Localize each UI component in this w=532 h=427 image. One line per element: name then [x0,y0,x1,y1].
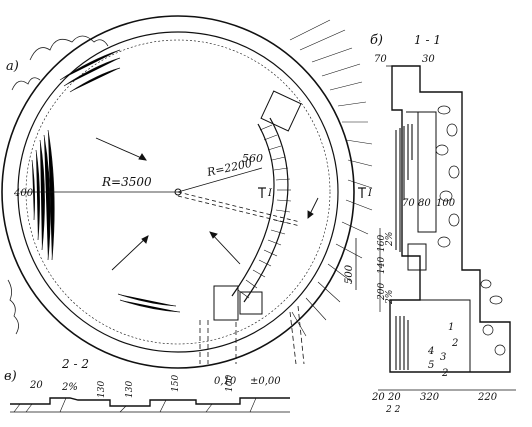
svg-text:100: 100 [225,375,235,392]
section-2-2: в) 2 - 2 20 2% 130 130 150 100 0,10 ±0,0… [4,357,290,413]
svg-text:30: 30 [422,54,435,65]
svg-text:4: 4 [427,346,434,357]
barrier-hatching [237,124,292,299]
panel-label-v: в) [4,369,17,384]
svg-text:70: 70 [402,198,415,209]
svg-text:2: 2 [451,338,458,349]
svg-text:80: 80 [418,198,431,209]
svg-text:70: 70 [374,54,387,65]
svg-text:1: 1 [448,322,454,333]
svg-text:2: 2 [441,368,448,379]
panel-label-b: б) [370,33,383,48]
svg-text:200: 200 [377,283,387,301]
svg-text:2%: 2% [61,382,78,393]
curved-barrier-outer [231,123,275,297]
water-shading [395,124,413,370]
dim-400: 400 [13,188,34,199]
plan-shading [31,49,181,313]
profile-2-2 [10,397,290,407]
svg-text:160: 160 [377,235,387,252]
dim-560: 560 [242,152,263,165]
svg-text:130: 130 [125,381,135,398]
outer-ring-outer [1,15,355,369]
svg-text:150: 150 [171,375,181,392]
curved-barrier-inner [243,117,289,303]
svg-text:20: 20 [371,392,385,403]
wall-section-outline [389,65,511,373]
svg-text:±0,00: ±0,00 [250,376,281,387]
svg-text:I: I [267,188,273,199]
svg-text:100: 100 [436,198,456,209]
outer-ring-inner [17,31,339,353]
flow-arrows [95,137,319,271]
outer-radius-label: R=3500 [101,175,152,189]
svg-text:130: 130 [97,381,107,398]
svg-text:2 2: 2 2 [385,405,401,415]
svg-text:0,10: 0,10 [214,376,237,387]
svg-text:3: 3 [440,352,446,363]
panel-label-a: а) [6,59,19,74]
svg-text:2%: 2% [385,232,395,247]
plan-view: I I а) R=3500 R=2200 400 560 500 [1,15,373,369]
svg-text:220: 220 [477,392,498,403]
section-cut-1: I I [258,187,373,199]
section-2-2-title: 2 - 2 [61,357,89,371]
svg-text:2%: 2% [385,290,395,305]
svg-text:20: 20 [387,392,401,403]
svg-text:I: I [367,188,373,199]
section-1-1-title: 1 - 1 [414,33,441,47]
svg-text:20: 20 [29,380,43,391]
outer-radial-lines [289,19,373,337]
svg-text:140: 140 [377,257,387,274]
drain-lines [199,305,305,365]
svg-text:320: 320 [420,392,440,403]
svg-text:5: 5 [428,360,434,371]
masonry-texture [435,105,506,356]
section-1-1: б) 1 - 1 70 30 70 80 [370,33,516,415]
dim-500: 500 [344,264,355,284]
shrubs-top-left [7,35,109,335]
